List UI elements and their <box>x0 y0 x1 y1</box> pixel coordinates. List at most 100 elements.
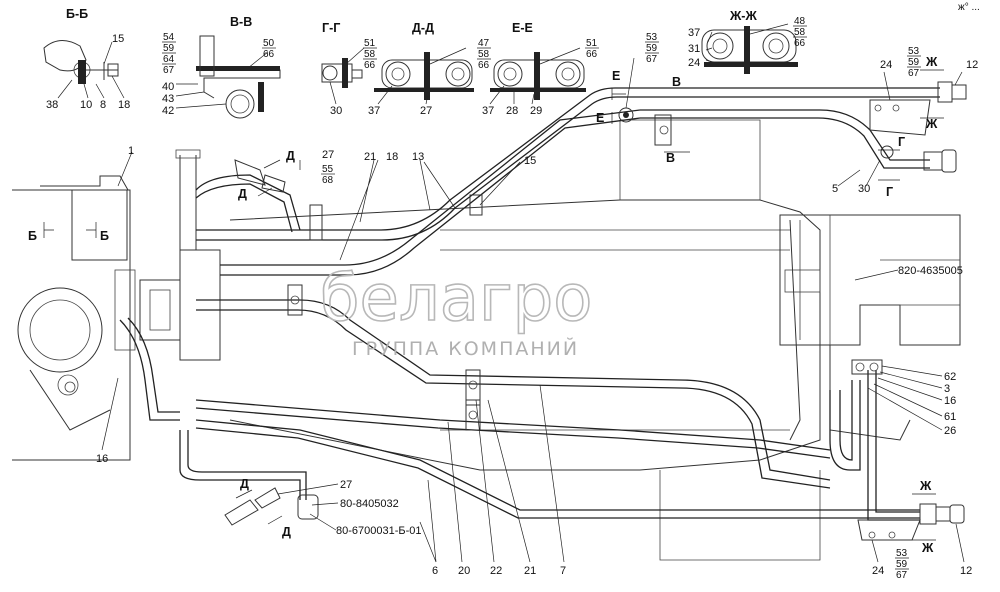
callout-3: 3 <box>944 383 950 395</box>
callout-ee-29: 29 <box>530 105 542 117</box>
label-fractions-dd-0: 47 <box>478 38 490 49</box>
callout-part-820: 820-4635005 <box>898 265 963 277</box>
section-gg-detail <box>321 58 363 88</box>
label-fractions-vv-1: 59 <box>163 43 175 54</box>
callout-7: 7 <box>560 565 566 577</box>
fraction-e-top: 53 59 67 <box>645 32 659 65</box>
callout-part-8405032: 80-8405032 <box>340 498 399 510</box>
callout-zh-31: 31 <box>688 43 700 55</box>
callout-24-top: 24 <box>880 59 892 71</box>
section-bb-detail <box>43 40 119 84</box>
label-fractions-d_top-0: 55 <box>322 164 334 175</box>
callout-zh-24: 24 <box>688 57 700 69</box>
label-fractions-dd-2: 66 <box>478 60 490 71</box>
label-fractions-zhzh-2: 66 <box>794 38 806 49</box>
callout-6: 6 <box>432 565 438 577</box>
cut-mark-v-top: В <box>672 75 681 89</box>
callout-vv-42: 42 <box>162 105 174 117</box>
callout-13: 13 <box>412 151 424 163</box>
callout-62: 62 <box>944 371 956 383</box>
label-fractions-zhzh-0: 48 <box>794 16 806 27</box>
callout-16-right: 16 <box>944 395 956 407</box>
callout-vv-40: 40 <box>162 81 174 93</box>
callout-18: 18 <box>386 151 398 163</box>
watermark: белагро ГРУППА КОМПАНИЙ <box>319 261 593 360</box>
corner-mark: ж° ... <box>958 2 980 13</box>
callout-27-bot: 27 <box>340 479 352 491</box>
label-fractions-e_top-2: 67 <box>646 54 658 65</box>
fraction-vv: 54 59 64 67 <box>162 32 176 76</box>
cut-mark-g-top: Г <box>898 135 905 149</box>
callout-24-bot: 24 <box>872 565 884 577</box>
cut-mark-d-bot: Д <box>282 525 291 539</box>
label-fractions-vv-2: 64 <box>163 54 175 65</box>
section-dd-detail <box>374 52 474 100</box>
section-title-bb: Б-Б <box>66 7 88 21</box>
section-ee-detail <box>490 52 586 100</box>
label-fractions-ee-0: 51 <box>586 38 598 49</box>
fraction-ee: 51 66 <box>585 38 599 60</box>
label-fractions-gg-2: 66 <box>364 60 376 71</box>
fraction-gg: 51 58 66 <box>363 38 377 71</box>
label-fractions-d_top-1: 68 <box>322 175 334 186</box>
watermark-brand: белагро <box>320 262 592 336</box>
cut-mark-v-bot: В <box>666 151 675 165</box>
callout-15: 15 <box>524 155 536 167</box>
hydraulic-lines <box>119 87 940 521</box>
label-fractions-dd-1: 58 <box>478 49 490 60</box>
fraction-d-top: 55 68 <box>321 164 335 186</box>
label-fractions-right_top-2: 67 <box>908 68 920 79</box>
label-fractions-gg-0: 51 <box>364 38 376 49</box>
callout-12-bot: 12 <box>960 565 972 577</box>
cut-mark-g-bot: Г <box>886 185 893 199</box>
cut-mark-e-bot: Е <box>596 111 604 125</box>
label-fractions-zhzh-1: 58 <box>794 27 806 38</box>
callout-ee-28: 28 <box>506 105 518 117</box>
callout-bb-10: 10 <box>80 99 92 111</box>
label-fractions-gg-1: 58 <box>364 49 376 60</box>
callout-5: 5 <box>832 183 838 195</box>
label-fractions-right_top-1: 59 <box>908 57 920 68</box>
cut-mark-zh-bot2: Ж <box>921 541 934 555</box>
label-fractions-vv-3: 67 <box>163 65 175 76</box>
callout-21-bot: 21 <box>524 565 536 577</box>
section-title-zhzh: Ж-Ж <box>729 9 757 23</box>
callout-bb-38: 38 <box>46 99 58 111</box>
callout-gg-30: 30 <box>330 105 342 117</box>
label-fractions-vv_right-0: 50 <box>263 38 275 49</box>
callout-zh-37: 37 <box>688 27 700 39</box>
couplers <box>224 81 967 526</box>
callout-part-6700031: 80-6700031-Б-01 <box>336 525 422 537</box>
callout-1: 1 <box>128 145 134 157</box>
cut-mark-d-top: Д <box>286 149 295 163</box>
cut-mark-d-mid: Д <box>238 187 247 201</box>
section-title-dd: Д-Д <box>412 21 434 35</box>
callout-22: 22 <box>490 565 502 577</box>
callout-61: 61 <box>944 411 956 423</box>
callout-20: 20 <box>458 565 470 577</box>
chassis-body <box>12 119 961 561</box>
section-title-ee: Е-Е <box>512 21 533 35</box>
section-title-gg: Г-Г <box>322 21 340 35</box>
label-fractions-vv-0: 54 <box>163 32 175 43</box>
callout-bb-15: 15 <box>112 33 124 45</box>
fraction-bottom-right: 53 59 67 <box>895 548 909 581</box>
fraction-right-top: 53 59 67 <box>907 46 921 79</box>
cut-mark-b-left: Б <box>28 229 37 243</box>
callout-21-top: 21 <box>364 151 376 163</box>
cut-mark-e-top: Е <box>612 69 620 83</box>
cut-mark-zh-top1: Ж <box>925 55 938 69</box>
label-fractions-bottom_right-2: 67 <box>896 570 908 581</box>
cut-mark-b-right: Б <box>100 229 109 243</box>
label-fractions-bottom_right-0: 53 <box>896 548 908 559</box>
label-fractions-bottom_right-1: 59 <box>896 559 908 570</box>
callout-dd-37: 37 <box>368 105 380 117</box>
section-zhzh-detail <box>701 26 798 74</box>
cut-mark-zh-top2: Ж <box>925 117 938 131</box>
callout-bb-18: 18 <box>118 99 130 111</box>
callout-dd-27: 27 <box>420 105 432 117</box>
fraction-zhzh: 48 58 66 <box>793 16 807 49</box>
cut-mark-d-low: Д <box>240 477 249 491</box>
